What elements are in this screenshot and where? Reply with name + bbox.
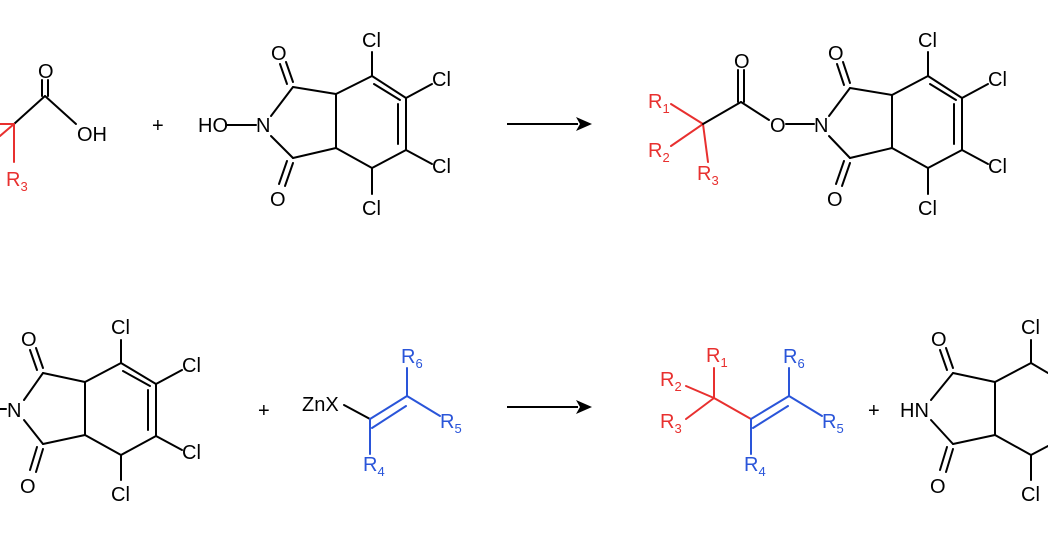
vinylzinc-reagent: ZnX R6 R5 R4 bbox=[302, 346, 462, 479]
ester-carbonyl-o: O bbox=[734, 51, 750, 73]
reaction-arrow-top bbox=[507, 117, 592, 131]
product-r6: R6 bbox=[783, 346, 805, 371]
tcnhpi-ester-product: R1 R2 R3 O O N O O Cl Cl Cl Cl bbox=[648, 30, 1007, 220]
ester2-cl-3: Cl bbox=[182, 442, 201, 464]
ester-cl-3: Cl bbox=[988, 156, 1007, 178]
ester-cl-1: Cl bbox=[918, 30, 937, 52]
acid-r3: R3 bbox=[6, 169, 28, 194]
nhpi-o-top: O bbox=[271, 43, 287, 65]
nhpi-cl-4: Cl bbox=[362, 198, 381, 220]
ester-link-o: O bbox=[770, 115, 786, 137]
ester-cl-4: Cl bbox=[918, 198, 937, 220]
ester-r1: R1 bbox=[648, 91, 670, 116]
imide-cl-4: Cl bbox=[1021, 484, 1040, 506]
imide-o-top: O bbox=[931, 329, 947, 351]
ester-o-top: O bbox=[828, 43, 844, 65]
acid-carbonyl-oxygen: O bbox=[38, 61, 54, 83]
acid-hydroxyl: OH bbox=[77, 124, 107, 146]
reaction-arrow-bottom bbox=[507, 400, 592, 414]
ester2-cl-1: Cl bbox=[111, 317, 130, 339]
ester-r3: R3 bbox=[697, 163, 719, 188]
n-hydroxy-tetrachlorophthalimide: HO N O O Cl Cl Cl Cl bbox=[198, 30, 451, 220]
ester-n: N bbox=[814, 115, 828, 137]
product-r1: R1 bbox=[706, 345, 728, 370]
alkene-product: R1 R2 R3 R6 R5 R4 bbox=[660, 345, 844, 479]
ester-cl-2: Cl bbox=[988, 69, 1007, 91]
nhpi-n: N bbox=[256, 115, 270, 137]
plus-sign-top-1: + bbox=[152, 115, 164, 137]
imide-o-bottom: O bbox=[930, 476, 946, 498]
nhpi-cl-2: Cl bbox=[432, 69, 451, 91]
ester2-cl-4: Cl bbox=[111, 484, 130, 506]
plus-sign-bottom-2: + bbox=[868, 400, 880, 422]
nhpi-ho: HO bbox=[198, 115, 228, 137]
vinyl-r6: R6 bbox=[401, 346, 423, 371]
tetrachlorophthalimide-byproduct: HN O O Cl Cl bbox=[900, 317, 1048, 506]
plus-sign-bottom-1: + bbox=[258, 400, 270, 422]
ester-o-bottom: O bbox=[827, 189, 843, 211]
ester2-o-bottom: O bbox=[20, 476, 36, 498]
product-r3: R3 bbox=[660, 411, 682, 436]
nhpi-cl-1: Cl bbox=[362, 30, 381, 52]
nhpi-cl-3: Cl bbox=[432, 156, 451, 178]
imide-hn: HN bbox=[900, 400, 929, 422]
product-r2: R2 bbox=[660, 369, 682, 394]
nhpi-o-bottom: O bbox=[270, 189, 286, 211]
product-r5: R5 bbox=[822, 411, 844, 436]
ester2-cl-2: Cl bbox=[182, 355, 201, 377]
vinyl-znx: ZnX bbox=[302, 394, 339, 416]
vinyl-r4: R4 bbox=[363, 454, 385, 479]
tcnhpi-ester-reactant: N O O Cl Cl Cl Cl bbox=[0, 317, 201, 506]
ester2-n: N bbox=[7, 400, 21, 422]
ester2-o-top: O bbox=[21, 329, 37, 351]
vinyl-r5: R5 bbox=[440, 411, 462, 436]
imide-cl-1: Cl bbox=[1021, 317, 1040, 339]
ester-r2: R2 bbox=[648, 140, 670, 165]
product-r4: R4 bbox=[744, 454, 766, 479]
carboxylic-acid: O OH R3 bbox=[0, 61, 107, 194]
